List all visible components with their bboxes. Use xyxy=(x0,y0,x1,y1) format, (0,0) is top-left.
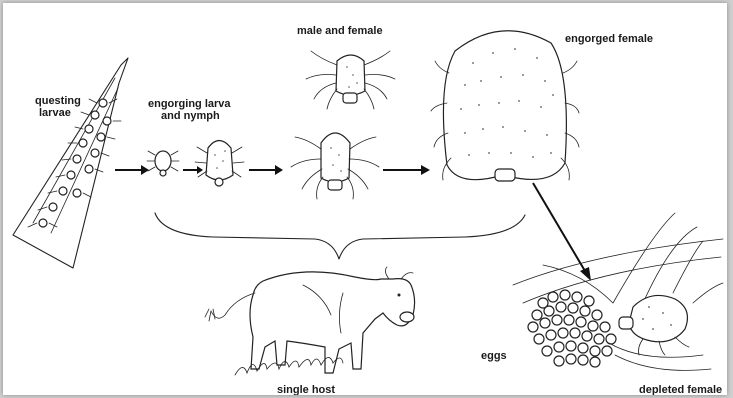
tick-life-cycle-diagram: questing larvae engorging larva and nymp… xyxy=(3,3,730,395)
egg-mass-icon xyxy=(528,290,616,367)
arrow-4 xyxy=(383,165,430,175)
label-questing: questing xyxy=(35,95,81,107)
single-host-brace xyxy=(155,213,525,259)
label-engorged-female: engorged female xyxy=(565,33,653,45)
arrow-to-eggs xyxy=(533,183,591,281)
cow-host-icon xyxy=(205,267,415,375)
diagram-panel: questing larvae engorging larva and nymp… xyxy=(3,3,727,395)
engorged-female-icon xyxy=(431,31,579,181)
grass-blade-with-larvae xyxy=(13,58,128,268)
engorging-larva-icon xyxy=(147,151,179,176)
depleted-female-icon xyxy=(619,295,689,355)
arrow-2 xyxy=(183,166,203,174)
label-single-host: single host xyxy=(277,384,335,395)
arrow-1 xyxy=(115,165,149,175)
label-larvae: larvae xyxy=(39,107,71,119)
label-eggs: eggs xyxy=(481,350,507,362)
arrow-3 xyxy=(249,165,283,175)
engorging-nymph-icon xyxy=(195,141,244,187)
label-and-nymph: and nymph xyxy=(161,110,220,122)
label-male-and-female: male and female xyxy=(297,25,383,37)
label-depleted-female: depleted female xyxy=(639,384,722,395)
adult-tick-bottom-icon xyxy=(291,133,379,199)
adult-tick-top-icon xyxy=(306,51,395,109)
label-engorging-larva: engorging larva xyxy=(148,98,231,110)
grass-and-eggs-scene xyxy=(513,213,723,370)
